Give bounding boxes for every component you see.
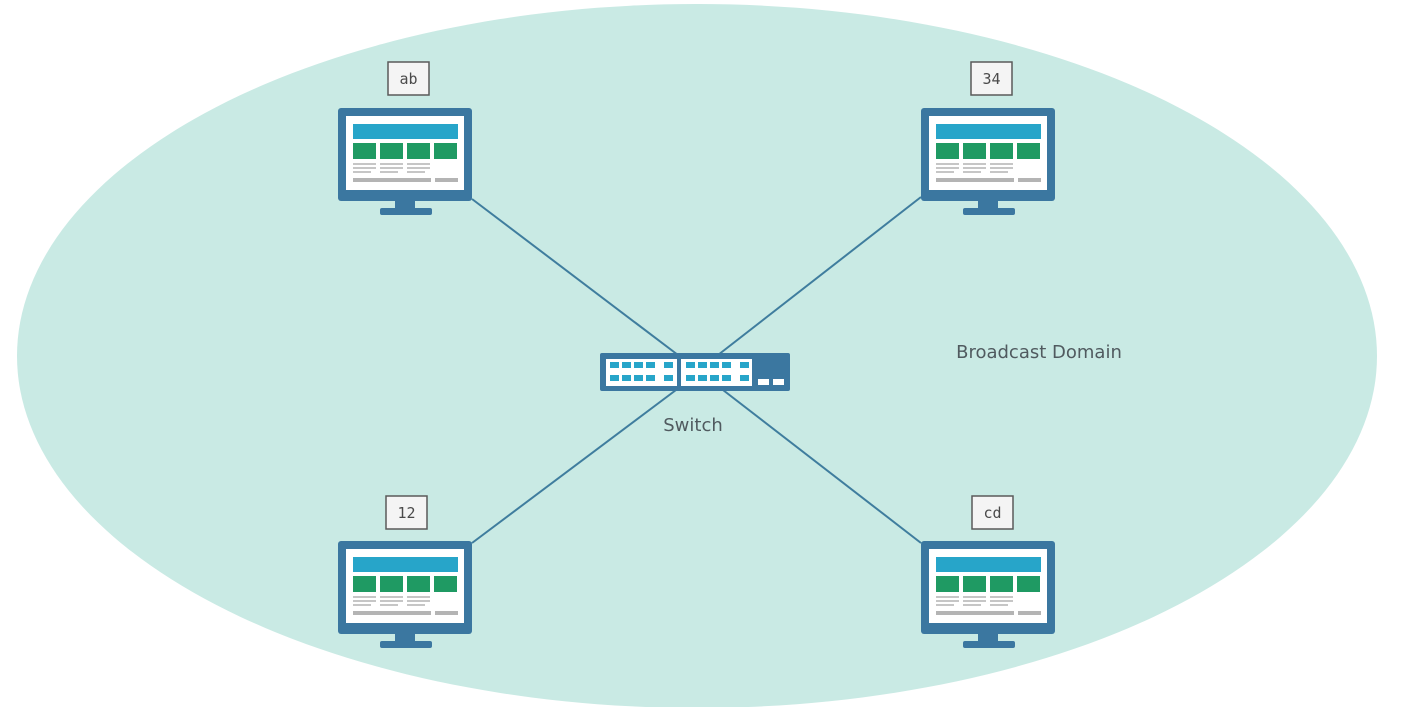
host-ab: ab [337,61,473,216]
network-links [471,196,922,544]
link-cd [722,389,922,544]
host-id-label: 12 [397,504,415,522]
host-id-box [387,61,430,96]
computer-monitor-icon [920,540,1056,649]
host-12: 12 [337,495,473,649]
host-id-label: 34 [982,70,1000,88]
host-cd: cd [920,495,1056,649]
host-id-box [970,61,1013,96]
host-34: 34 [920,61,1056,216]
computer-monitor-icon [337,107,473,216]
link-34 [717,196,922,356]
switch-icon [600,353,790,391]
link-12 [471,389,677,544]
computer-monitor-icon [920,107,1056,216]
switch-label: Switch [663,415,723,436]
host-id-label: cd [983,504,1001,522]
computer-monitor-icon [337,540,473,649]
host-id-box [971,495,1014,530]
host-id-label: ab [399,70,417,88]
host-id-box [385,495,428,530]
broadcast-domain-label: Broadcast Domain [956,342,1122,363]
link-ab [471,198,679,356]
